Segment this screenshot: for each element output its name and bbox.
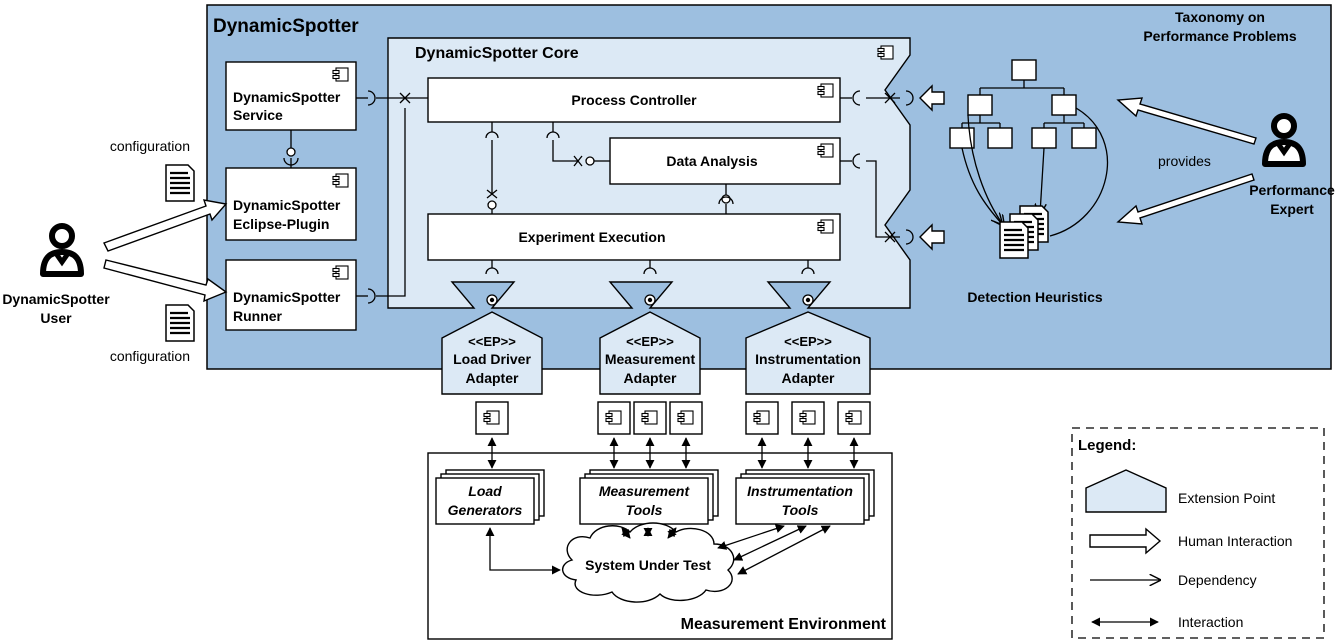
instrumentation-tools-label-1: Instrumentation <box>747 483 853 499</box>
service-eclipse-ball <box>286 147 296 157</box>
adapter-tool-interactions <box>487 437 859 469</box>
pc-socket-2 <box>546 131 560 139</box>
service-label-2: Service <box>233 107 283 123</box>
core-title: DynamicSpotter Core <box>415 45 579 62</box>
heuristics-input-arrow <box>919 223 945 251</box>
analysis-exec-ball <box>721 194 731 204</box>
legend-item-extension-point: Extension Point <box>1178 490 1275 506</box>
dynamicspotter-user-icon <box>43 226 81 274</box>
ep-connectors <box>485 260 815 306</box>
runner-socket <box>367 288 376 304</box>
load-generators-label-1: Load <box>468 483 502 499</box>
instrumentation-tools-stack <box>735 469 875 525</box>
ep-instrumentation <box>745 311 871 395</box>
configuration-label-bottom: configuration <box>110 348 190 364</box>
ep-measurement-label-1: Measurement <box>605 351 696 367</box>
heuristics-label: Detection Heuristics <box>967 289 1103 305</box>
runner-core-path <box>376 108 406 297</box>
legend-item-dependency: Dependency <box>1178 572 1257 588</box>
user-label-1: DynamicSpotter <box>2 291 110 307</box>
pc-exec-cross <box>486 189 498 199</box>
expert-taxonomy-arrow <box>1116 97 1257 145</box>
ep-instrumentation-label-1: Instrumentation <box>755 351 861 367</box>
eclipse-label-2: Eclipse-Plugin <box>233 216 329 232</box>
data-analysis-label: Data Analysis <box>666 153 758 169</box>
load-generators-stack <box>435 469 545 525</box>
eclipse-label-1: DynamicSpotter <box>233 197 341 213</box>
sut-label: System Under Test <box>585 557 711 573</box>
heuristic-socket-1 <box>905 90 914 106</box>
expert-heuristics-arrow <box>1116 173 1255 225</box>
analysis-right-socket <box>852 153 861 169</box>
runner-label-1: DynamicSpotter <box>233 289 341 305</box>
tool-sut-interactions <box>485 524 831 575</box>
environment-title: Measurement Environment <box>681 616 887 633</box>
measurement-tools-label-2: Tools <box>626 502 663 518</box>
taxonomy-label-1: Taxonomy on <box>1175 9 1265 25</box>
legend-box <box>1071 427 1325 639</box>
taxonomy-label-2: Performance Problems <box>1143 28 1296 44</box>
user-eclipse-arrow <box>103 199 228 252</box>
ep-measurement-label-2: Adapter <box>624 370 677 386</box>
analysis-ball <box>585 156 595 166</box>
analysis-right-path <box>866 160 900 238</box>
service-label-1: DynamicSpotter <box>233 89 341 105</box>
runner-label-2: Runner <box>233 308 283 324</box>
process-controller-component <box>427 77 841 123</box>
system-under-test-cloud <box>562 522 735 603</box>
user-label-2: User <box>40 310 72 326</box>
experiment-execution-label: Experiment Execution <box>518 229 665 245</box>
taxonomy-tree <box>949 59 1097 149</box>
measurement-tools-stack <box>579 469 719 525</box>
expert-label-1: Performance <box>1249 182 1335 198</box>
legend-item-human-interaction: Human Interaction <box>1178 533 1292 549</box>
pc-socket-1 <box>485 131 499 139</box>
legend-item-interaction: Interaction <box>1178 614 1243 630</box>
measurement-tools-label-1: Measurement <box>599 483 691 499</box>
legend-title: Legend: <box>1078 437 1136 454</box>
framework-title: DynamicSpotter <box>213 16 359 37</box>
instrumentation-tools-label-2: Tools <box>782 502 819 518</box>
analysis-right-cross <box>884 231 896 243</box>
heuristic-socket-2 <box>905 229 914 245</box>
expert-label-2: Expert <box>1270 201 1314 217</box>
exec-ball-1 <box>487 200 497 210</box>
process-controller-label: Process Controller <box>571 92 697 108</box>
ep-instrumentation-stereotype: <<EP>> <box>784 334 832 349</box>
ep-measurement <box>599 311 701 395</box>
legend-human-interaction-shape <box>1089 527 1162 555</box>
ep-load-driver-label-1: Load Driver <box>453 351 531 367</box>
experiment-execution-component <box>427 213 841 261</box>
service-socket <box>367 90 376 106</box>
ep-load-driver <box>441 311 543 395</box>
ep-load-driver-stereotype: <<EP>> <box>468 334 516 349</box>
pc-analysis-link <box>552 140 578 162</box>
configuration-doc-top <box>164 163 196 203</box>
taxonomy-input-arrow <box>919 84 945 112</box>
analysis-exec-socket <box>718 196 734 205</box>
ep-measurement-stereotype: <<EP>> <box>626 334 674 349</box>
configuration-doc-bottom <box>164 303 196 343</box>
adapter-components <box>475 401 871 435</box>
pc-right-socket <box>852 90 861 106</box>
configuration-label-top: configuration <box>110 138 190 154</box>
taxonomy-heuristic-dependencies <box>961 107 1109 237</box>
core-cross-marker <box>399 92 411 104</box>
ep-instrumentation-label-2: Adapter <box>782 370 835 386</box>
legend-extension-point-shape <box>1085 469 1167 513</box>
pc-right-cross <box>884 92 896 104</box>
ep-load-driver-label-2: Adapter <box>466 370 519 386</box>
provides-label: provides <box>1158 153 1211 169</box>
user-runner-arrow <box>103 259 228 303</box>
load-generators-label-2: Generators <box>448 502 523 518</box>
pc-analysis-cross <box>573 155 583 167</box>
